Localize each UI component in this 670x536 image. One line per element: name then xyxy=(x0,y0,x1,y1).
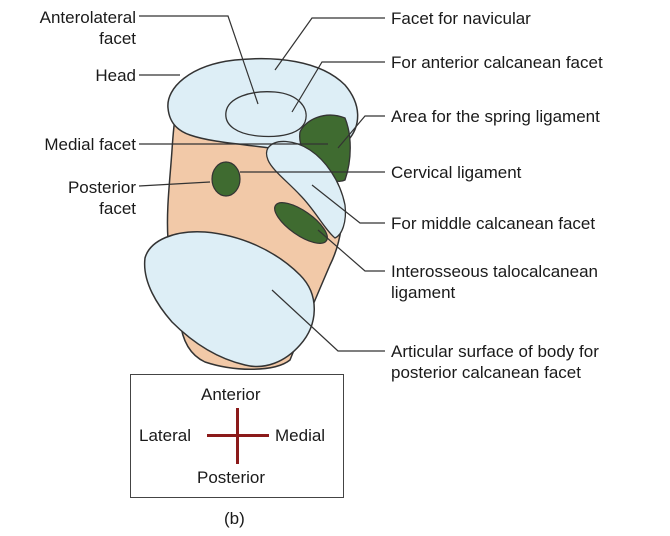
figure-caption: (b) xyxy=(224,508,245,529)
label-facet-navicular: Facet for navicular xyxy=(391,8,531,29)
compass-anterior: Anterior xyxy=(201,384,261,405)
label-posterior-facet: Posterior facet xyxy=(68,177,136,219)
label-head: Head xyxy=(95,65,136,86)
label-medial-facet: Medial facet xyxy=(44,134,136,155)
label-spring-ligament: Area for the spring ligament xyxy=(391,106,600,127)
compass-lateral: Lateral xyxy=(139,425,191,446)
label-articular-surface: Articular surface of body for posterior … xyxy=(391,341,599,383)
anterior-calcanean-facet xyxy=(226,92,306,137)
label-cervical-ligament: Cervical ligament xyxy=(391,162,521,183)
orientation-compass: Anterior Lateral Medial Posterior xyxy=(130,374,344,498)
compass-medial: Medial xyxy=(275,425,325,446)
compass-posterior: Posterior xyxy=(197,467,265,488)
compass-cross-horizontal xyxy=(207,434,269,437)
label-anterior-calcanean: For anterior calcanean facet xyxy=(391,52,603,73)
label-anterolateral-facet: Anterolateral facet xyxy=(40,7,136,49)
label-interosseous: Interosseous talocalcanean ligament xyxy=(391,261,598,303)
label-middle-calcanean: For middle calcanean facet xyxy=(391,213,595,234)
posterior-facet-mark xyxy=(212,162,240,196)
